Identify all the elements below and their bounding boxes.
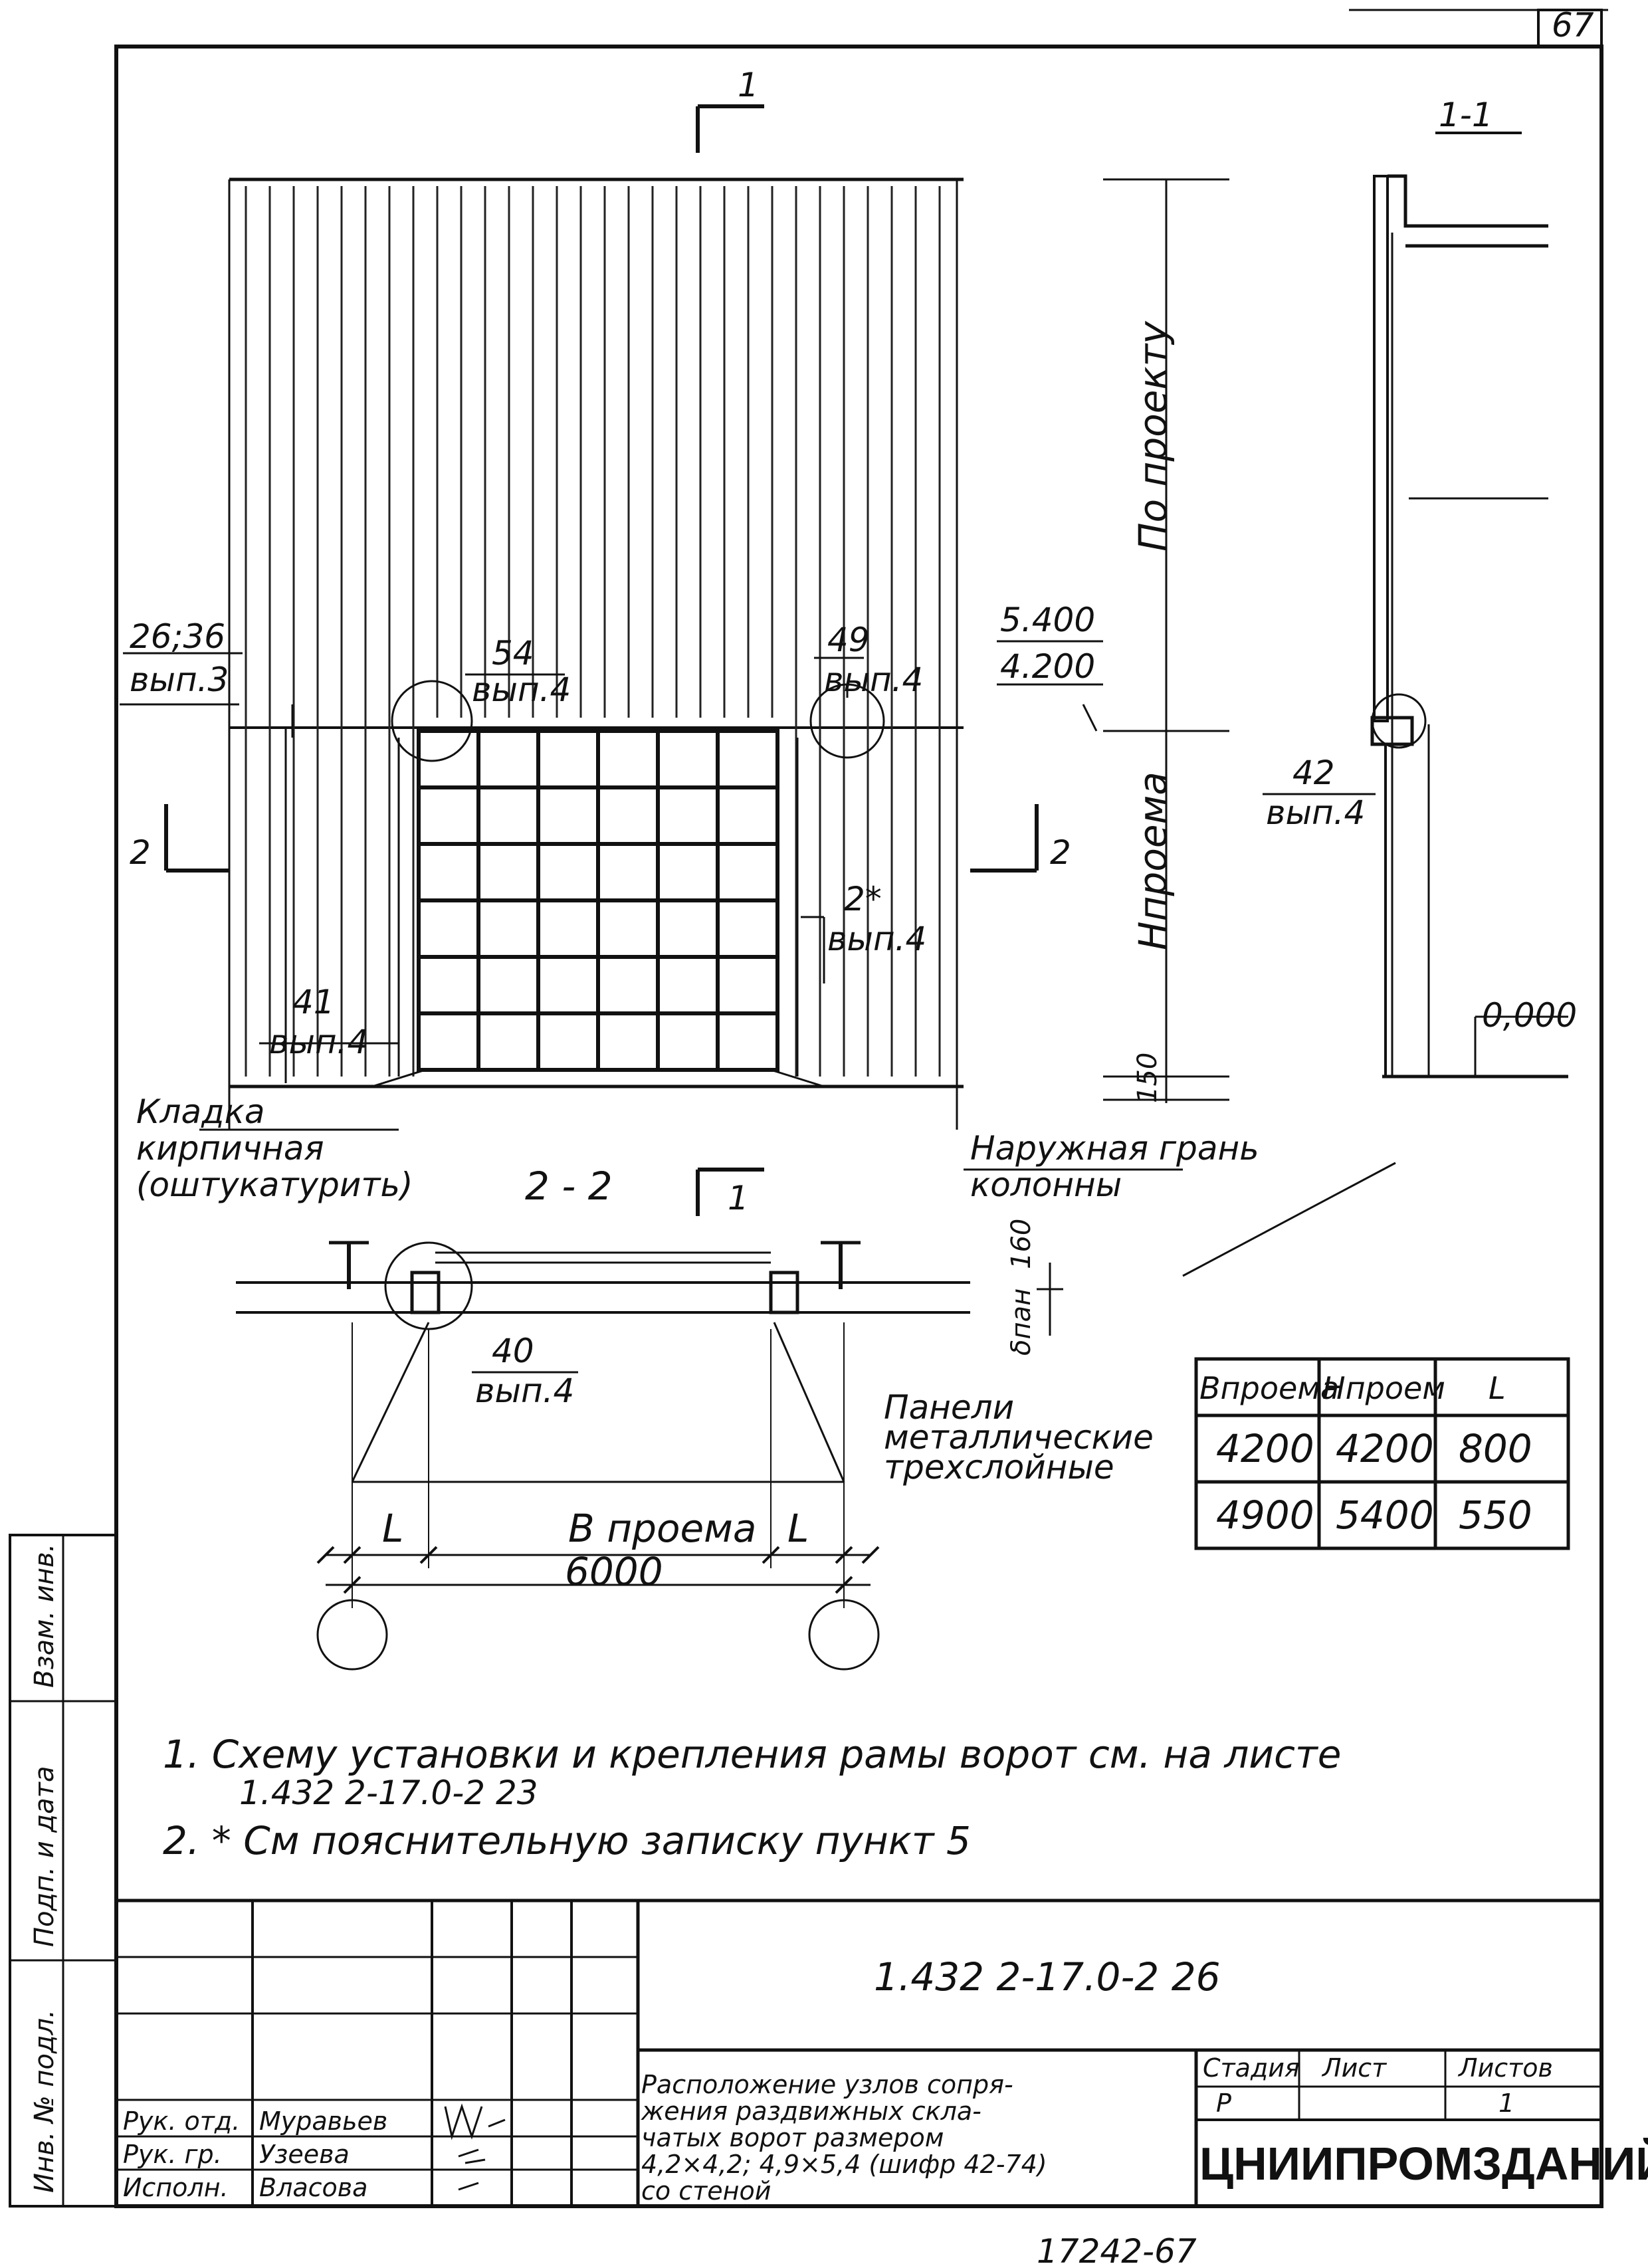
panel-joints (245, 186, 941, 1077)
dimension-tick (861, 1546, 880, 1564)
sheet-frame (114, 9, 1608, 2208)
callout-41-sheet: вып.4 (269, 1023, 368, 1061)
dimension-tick (419, 1546, 438, 1564)
table-cell: 800 (1459, 1426, 1532, 1471)
callout-49: 49 (827, 621, 870, 659)
dimension-tick (316, 1546, 335, 1564)
dimension-tick (762, 1546, 780, 1564)
side-stamp-inv: Инв. № подл. (29, 2010, 60, 2193)
callout-42: 42 (1292, 754, 1335, 792)
section-2-2-title: 2 - 2 (525, 1164, 613, 1209)
section-1-1-title: 1-1 (1439, 96, 1493, 134)
title-desc-2: жения раздвижных скла- (641, 2097, 981, 2126)
masonry-label-3: (оштукатурить) (136, 1166, 413, 1204)
table-cell: 4200 (1216, 1426, 1314, 1471)
dimension-tick (835, 1576, 853, 1594)
dimension-tick (835, 1546, 853, 1564)
sheet-header: Лист (1321, 2053, 1388, 2083)
table-header-l: L (1489, 1370, 1506, 1406)
name-3: Власова (259, 2173, 367, 2202)
dim-b-proema: В проема (568, 1506, 756, 1551)
side-stamp-vzam: Взам. инв. (29, 1544, 60, 1688)
level-5400: 5.400 (1000, 601, 1095, 639)
cut-1-bottom: 1 (728, 1179, 749, 1217)
outer-face-label-2: колонны (970, 1166, 1122, 1204)
role-2: Рук. гр. (123, 2140, 222, 2169)
masonry-label-2: кирпичная (136, 1129, 324, 1168)
section-2-2-plan (236, 1162, 1396, 1671)
note-1: 1. Схему установки и крепления рамы воро… (163, 1732, 1341, 1777)
name-2: Узеева (259, 2140, 350, 2169)
callout-leaders (120, 652, 864, 1131)
dim-l-right: L (787, 1506, 809, 1551)
params-table-grid (1194, 1357, 1570, 1550)
page-number: 67 (1552, 6, 1594, 45)
title-desc-3: чатых ворот размером (641, 2123, 944, 2152)
masonry-label-1: Кладка (136, 1092, 265, 1131)
side-stamp-podp: Подп. и дата (29, 1766, 60, 1947)
callout-41: 41 (292, 983, 335, 1021)
dim-6000: 6000 (565, 1549, 663, 1594)
level-0000: 0,000 (1482, 996, 1577, 1035)
table-header-h: Нпроем (1322, 1370, 1445, 1406)
panels-label-3: трехслойные (884, 1448, 1114, 1487)
title-block (116, 1899, 1601, 2206)
stage-value: Р (1216, 2089, 1231, 2118)
gate-glazing-grid (419, 731, 777, 1070)
designation: 1.432 2-17.0-2 26 (874, 1954, 1221, 2000)
title-desc-4: 4,2×4,2; 4,9×5,4 (шифр 42-74) (641, 2150, 1047, 2179)
callout-40-sheet: вып.4 (475, 1372, 574, 1410)
dimension-tick (343, 1546, 361, 1564)
role-3: Исполн. (123, 2173, 229, 2202)
cut-1-top: 1 (738, 66, 759, 104)
outer-face-label-1: Наружная грань (970, 1129, 1259, 1168)
callout-26-36: 26;36 (130, 617, 225, 656)
callout-26-36-sheet: вып.3 (130, 661, 229, 699)
dim-150: 150 (1132, 1053, 1163, 1103)
section-cut-marks (164, 104, 1039, 1216)
table-cell: 4900 (1216, 1493, 1314, 1538)
facade-elevation (228, 177, 964, 1130)
dim-delta: δпан (1006, 1289, 1037, 1356)
cut-2-right: 2 (1050, 833, 1071, 872)
panels-label-1: Панели (884, 1388, 1014, 1427)
dim-po-proektu: По проекту (1130, 321, 1176, 552)
panels-label-2: металлические (884, 1418, 1154, 1457)
title-desc-1: Расположение узлов сопря- (641, 2070, 1013, 2099)
title-desc-5: со стеной (641, 2176, 771, 2206)
organization-name: ЦНИИПРОМЗДАНИЙ (1199, 2137, 1648, 2190)
table-cell: 4200 (1336, 1426, 1434, 1471)
table-header-b: Впроема (1199, 1370, 1339, 1406)
dim-l-left: L (382, 1506, 403, 1551)
callout-54-sheet: вып.4 (472, 670, 571, 709)
note-1-ref: 1.432 2-17.0-2 23 (239, 1774, 538, 1812)
section-1-1 (1082, 174, 1568, 1103)
dim-h-proema: Нпроема (1130, 772, 1176, 950)
callout-42-sheet: вып.4 (1266, 793, 1365, 832)
name-1: Муравьев (259, 2107, 387, 2136)
callout-54: 54 (492, 634, 534, 672)
sheets-header: Листов (1457, 2053, 1553, 2083)
level-4200: 4.200 (1000, 647, 1095, 686)
role-1: Рук. отд. (123, 2107, 240, 2136)
signature-marks (444, 2103, 506, 2191)
callout-40: 40 (492, 1332, 534, 1370)
callout-2star: 2* (844, 880, 882, 918)
callout-circles (384, 680, 1427, 1330)
table-cell: 550 (1459, 1493, 1532, 1538)
side-stamp (9, 1534, 118, 2208)
cut-2-left: 2 (130, 833, 151, 872)
callout-2star-sheet: вып.4 (827, 920, 926, 958)
sheets-value: 1 (1498, 2089, 1514, 2118)
stage-header: Стадия (1203, 2053, 1300, 2083)
table-cell: 5400 (1336, 1493, 1434, 1538)
note-2: 2. * См пояснительную записку пункт 5 (163, 1818, 971, 1863)
callout-49-sheet: вып.4 (824, 661, 923, 699)
dimension-ticks (316, 1546, 880, 1594)
dim-160: 160 (1006, 1219, 1037, 1269)
dimension-tick (343, 1576, 361, 1594)
archive-number: 17242-67 (1037, 2232, 1197, 2268)
